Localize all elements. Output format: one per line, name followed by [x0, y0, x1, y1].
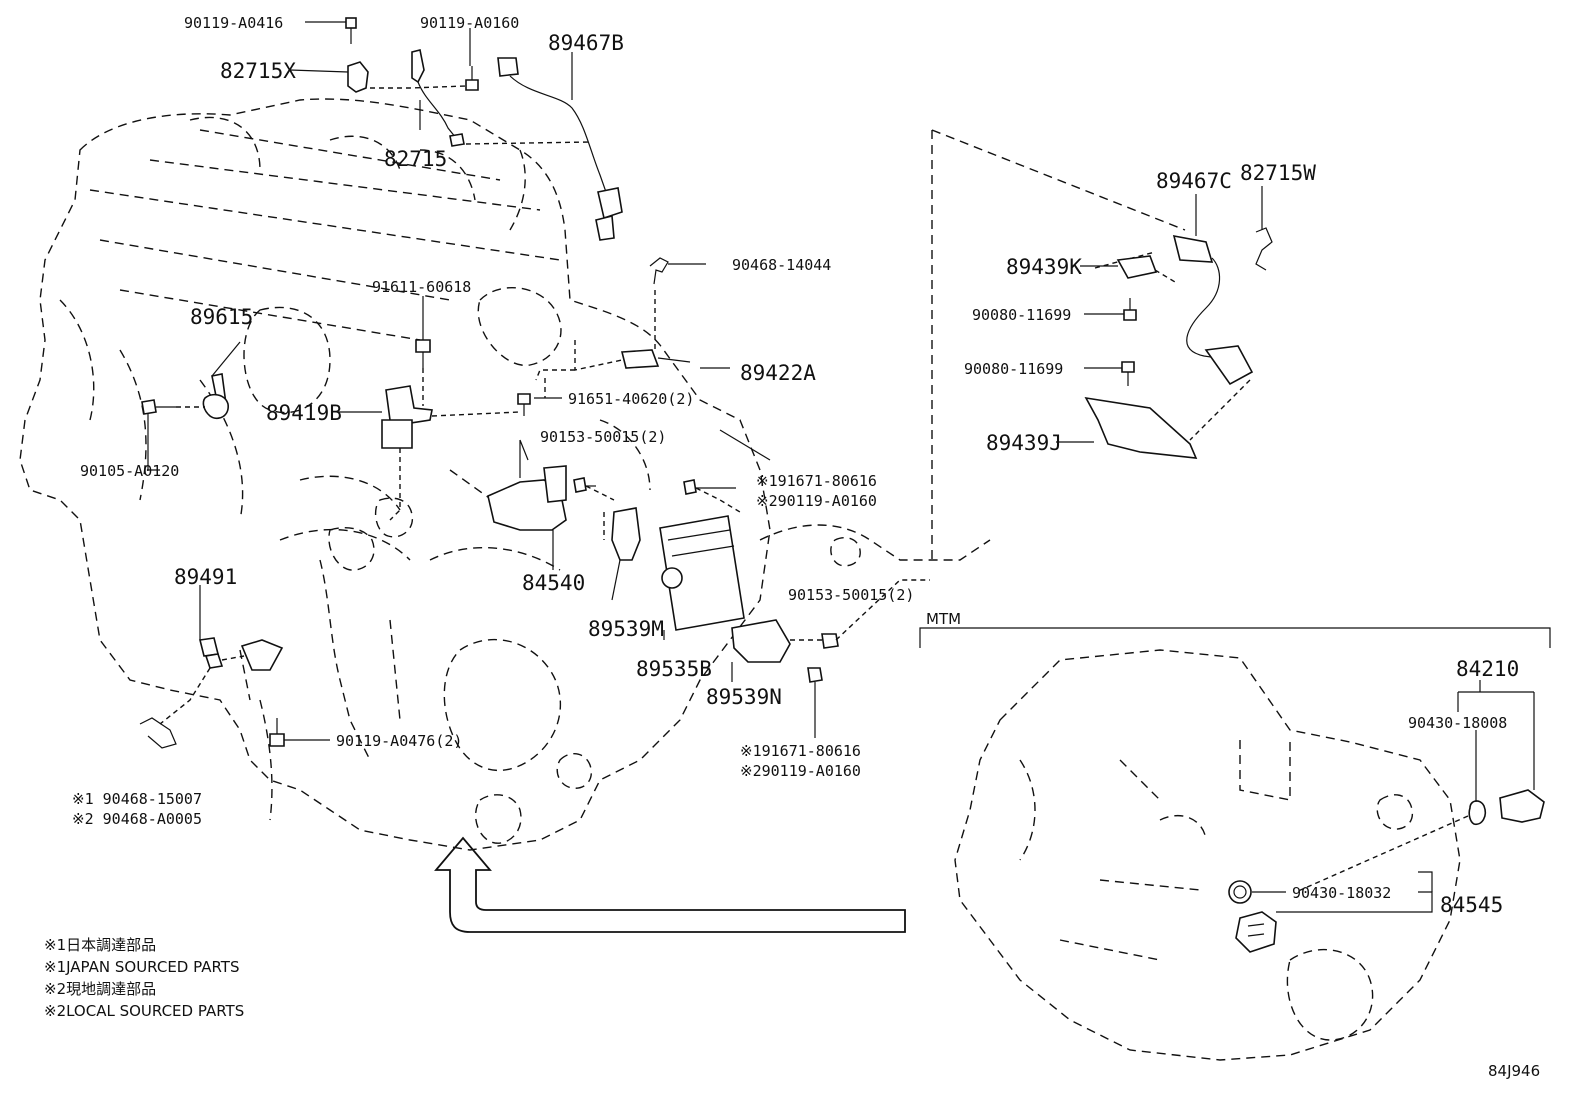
- note-local-sourced-jp: ※2現地調達部品: [44, 980, 156, 998]
- sensor-parts: [139, 17, 839, 749]
- label-91671-80616-b: ※191671-80616: [740, 742, 861, 760]
- note-local-sourced-en: ※2LOCAL SOURCED PARTS: [44, 1002, 244, 1020]
- label-90119-A0160-a: ※290119-A0160: [756, 492, 877, 510]
- leader-lines: [147, 21, 1551, 913]
- label-82715: 82715: [384, 147, 447, 171]
- label-82715X: 82715X: [220, 59, 296, 83]
- part-labels: 90119-A0416 90119-A0160 89467B 82715X 82…: [72, 14, 1519, 917]
- label-90153-50015-a: 90153-50015(2): [540, 428, 666, 446]
- note-japan-sourced-en: ※1JAPAN SOURCED PARTS: [44, 958, 239, 976]
- label-89539N: 89539N: [706, 685, 782, 709]
- label-90468-14044: 90468-14044: [732, 256, 831, 274]
- label-90430-18008: 90430-18008: [1408, 714, 1507, 732]
- label-MTM: MTM: [926, 610, 961, 628]
- label-90430-18032: 90430-18032: [1292, 884, 1391, 902]
- label-90119-A0476: 90119-A0476(2): [336, 732, 462, 750]
- label-91611-60618: 91611-60618: [372, 278, 471, 296]
- inset-detail: [931, 129, 1273, 560]
- label-90468-15007: ※1 90468-15007: [72, 790, 202, 808]
- label-84545: 84545: [1440, 893, 1503, 917]
- label-89439K: 89439K: [1006, 255, 1082, 279]
- label-91671-80616-a: ※191671-80616: [756, 472, 877, 490]
- label-90119-A0160-top: 90119-A0160: [420, 14, 519, 32]
- diagram-id: 84J946: [1488, 1062, 1540, 1080]
- label-90080-11699-a: 90080-11699: [972, 306, 1071, 324]
- label-89467B: 89467B: [548, 31, 624, 55]
- label-90119-A0160-b: ※290119-A0160: [740, 762, 861, 780]
- label-89491: 89491: [174, 565, 237, 589]
- label-90105-A0120: 90105-A0120: [80, 462, 179, 480]
- note-japan-sourced-jp: ※1日本調達部品: [44, 936, 156, 954]
- label-82715W: 82715W: [1240, 161, 1316, 185]
- label-89535B: 89535B: [636, 657, 712, 681]
- mtm-transmission: [954, 649, 1545, 1061]
- label-89615: 89615: [190, 305, 253, 329]
- label-84210: 84210: [1456, 657, 1519, 681]
- label-90119-A0416: 90119-A0416: [184, 14, 283, 32]
- label-90468-A0005: ※2 90468-A0005: [72, 810, 202, 828]
- sourcing-notes: ※1日本調達部品 ※1JAPAN SOURCED PARTS ※2現地調達部品 …: [44, 936, 244, 1020]
- engine-assembly: [19, 98, 991, 851]
- label-89539M: 89539M: [588, 617, 664, 641]
- label-90153-50015-b: 90153-50015(2): [788, 586, 914, 604]
- assembly-arrow: [434, 836, 906, 933]
- label-89439J: 89439J: [986, 431, 1062, 455]
- label-84540: 84540: [522, 571, 585, 595]
- label-89467C: 89467C: [1156, 169, 1232, 193]
- label-90080-11699-b: 90080-11699: [964, 360, 1063, 378]
- label-91651-40620: 91651-40620(2): [568, 390, 694, 408]
- label-89422A: 89422A: [740, 361, 816, 385]
- label-89419B: 89419B: [266, 401, 342, 425]
